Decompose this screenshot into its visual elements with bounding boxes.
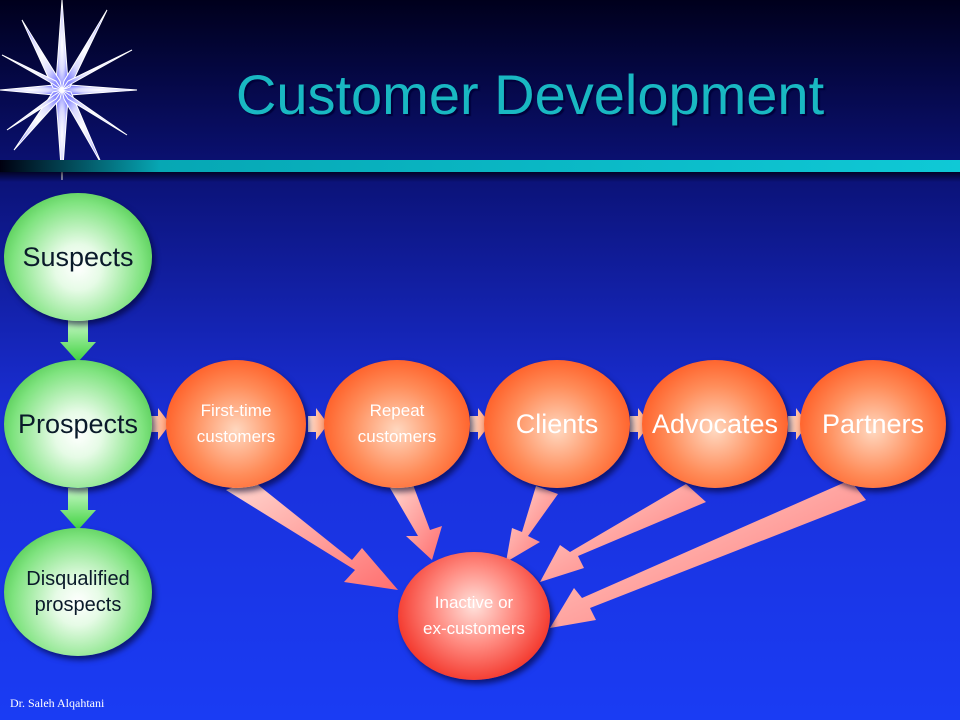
arrow-repeat-to-clients (470, 408, 490, 440)
node-disqualified-prospects: Disqualified prospects (4, 528, 152, 656)
title-underline-bar (0, 160, 960, 172)
node-clients-label: Clients (515, 408, 599, 439)
arrow-prospects-to-disqualified (60, 488, 96, 530)
arrow-repeat-to-inactive (390, 482, 442, 560)
node-clients: Clients (484, 360, 630, 488)
node-suspects: Suspects (4, 193, 152, 321)
node-repeat-customers: Repeat customers (324, 360, 470, 488)
node-prospects: Prospects (4, 360, 152, 488)
node-prospects-label: Prospects (17, 408, 139, 439)
arrow-first-time-to-inactive (226, 480, 398, 590)
arrow-clients-to-advocates (630, 408, 650, 440)
slide-title: Customer Development (235, 63, 825, 126)
node-first-time-label: First-time customers (196, 401, 276, 446)
arrow-advocates-to-partners (788, 408, 808, 440)
arrow-prospects-to-first-time (150, 408, 170, 440)
arrow-advocates-to-inactive (540, 484, 706, 582)
node-first-time-customers: First-time customers (166, 360, 306, 488)
arrow-clients-to-inactive (506, 486, 558, 562)
arrow-first-time-to-repeat (308, 408, 328, 440)
footer-author: Dr. Saleh Alqahtani (10, 696, 105, 710)
node-inactive-label: Inactive or ex-customers (422, 593, 526, 638)
node-repeat-label: Repeat customers (357, 401, 437, 446)
node-disqualified-label: Disqualified prospects (26, 568, 130, 616)
node-partners: Partners (800, 360, 946, 488)
node-partners-label: Partners (821, 408, 925, 439)
arrow-suspects-to-prospects (60, 320, 96, 362)
node-advocates-label: Advocates (651, 408, 779, 439)
arrow-partners-to-inactive (550, 480, 866, 628)
title-underline-shadow (0, 172, 960, 182)
node-advocates: Advocates (642, 360, 788, 488)
starburst-icon (0, 0, 138, 180)
node-inactive-ex-customers: Inactive or ex-customers (398, 552, 550, 680)
node-suspects-label: Suspects (22, 241, 134, 272)
